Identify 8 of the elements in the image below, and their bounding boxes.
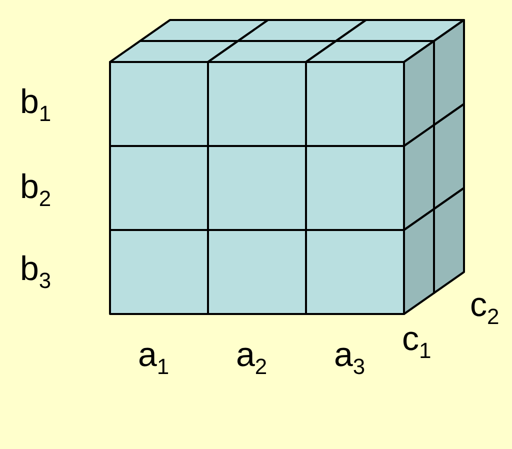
axis-label: a$_{3}$	[334, 338, 366, 378]
axis-label: b$_{1}$	[20, 85, 52, 125]
axis-label: c$_{1}$	[402, 322, 432, 362]
axis-label: b$_{2}$	[20, 170, 52, 210]
axis-label: a$_{1}$	[138, 338, 170, 378]
axis-label: a$_{2}$	[236, 338, 268, 378]
axis-label: c$_{2}$	[470, 288, 500, 328]
axis-label: b$_{3}$	[20, 252, 52, 292]
